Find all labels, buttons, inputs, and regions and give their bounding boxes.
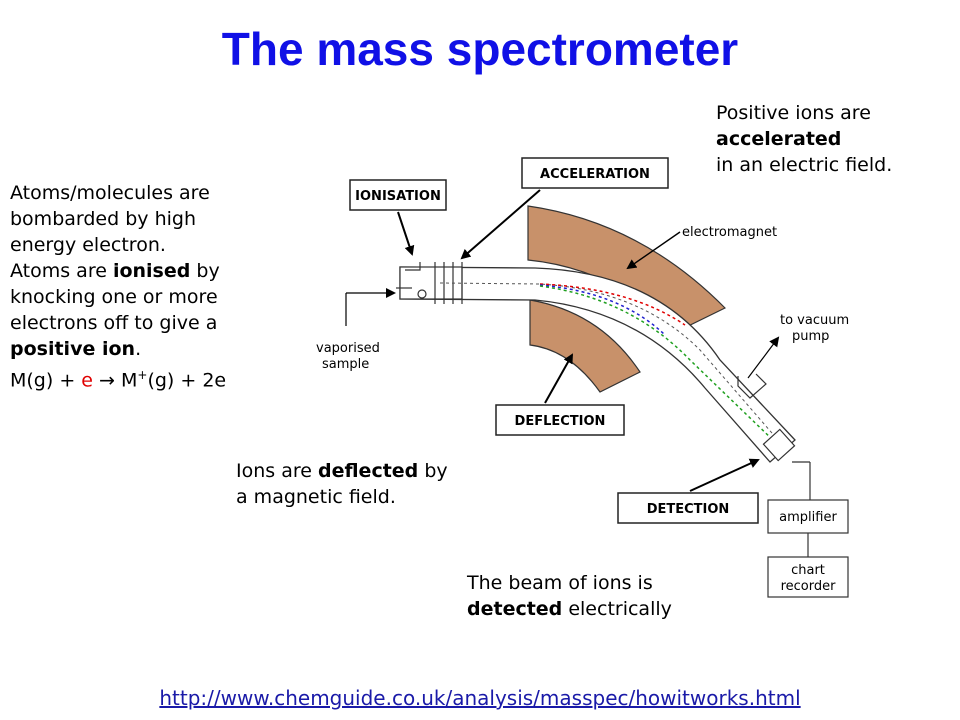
acceleration-note-line3: in an electric field. [716,154,893,176]
ionisation-note-line6: electrons off to give a [10,312,218,334]
deflection-note-line1: Ions are deflected by [236,460,448,482]
vacuum-outlet [737,373,767,399]
electromagnet-inner [529,299,641,393]
chart-recorder-box [767,556,849,598]
mass-spectrometer-diagram: amplifier chart recorder IONISATION ACCE… [316,157,849,598]
detection-box [617,492,759,524]
amplifier-box [767,499,849,534]
filament-icon [417,289,427,299]
page-title: The mass spectrometer [221,23,739,75]
detection-note-line1: The beam of ions is [467,572,653,594]
sample-label-1: vaporised [316,341,380,356]
vacuum-label-2: pump [792,329,829,344]
ion-beam-centre [439,282,779,441]
electromagnet-label: electromagnet [682,225,777,240]
acceleration-box-label: ACCELERATION [540,167,650,182]
chart-recorder-label-2: recorder [781,579,837,594]
detection-note-line2: detected electrically [467,598,672,620]
detection-note: The beam of ions is detected electricall… [467,570,672,622]
chart-recorder-label-1: chart [791,563,825,578]
ion-beam-green [539,285,776,443]
ionisation-box-label: IONISATION [355,189,441,204]
deflection-note: Ions are deflected by a magnetic field. [236,458,448,510]
ionisation-note-line1: Atoms/molecules are [10,182,210,204]
ionisation-box [349,179,447,211]
source-link[interactable]: http://www.chemguide.co.uk/analysis/mass… [159,686,801,710]
ionisation-note-line2: bombarded by high [10,208,196,230]
ionisation-note: Atoms/molecules are bombarded by high en… [10,180,226,393]
ionisation-note-line3: energy electron. [10,234,166,256]
sample-label-2: sample [322,357,369,372]
detection-box-label: DETECTION [647,502,730,517]
acceleration-note-line1: Positive ions are [716,102,871,124]
deflection-arrow [544,353,573,404]
ionisation-note-line4: Atoms are ionised by [10,260,220,282]
ionisation-note-line5: knocking one or more [10,286,218,308]
acceleration-arrow [460,189,541,260]
ionisation-equation: M(g) + e → M+(g) + 2e [10,368,227,392]
detection-arrow [689,458,760,492]
ionisation-chamber [399,266,463,300]
deflection-note-line2: a magnetic field. [236,486,396,508]
ion-beam-blue [539,284,666,336]
acceleration-note-line2: accelerated [716,128,842,150]
amplifier-label: amplifier [779,510,837,525]
detector [762,428,796,462]
acceleration-note: Positive ions are accelerated in an elec… [716,100,892,178]
deflection-box [495,404,625,436]
deflection-box-label: DEFLECTION [515,414,606,429]
electromagnet-pointer [626,231,681,270]
ionisation-arrow [397,211,415,256]
acceleration-box [521,157,669,189]
vacuum-label-1: to vacuum [780,313,849,328]
ion-beam-red [539,283,686,326]
ionisation-note-line7: positive ion. [10,338,142,360]
